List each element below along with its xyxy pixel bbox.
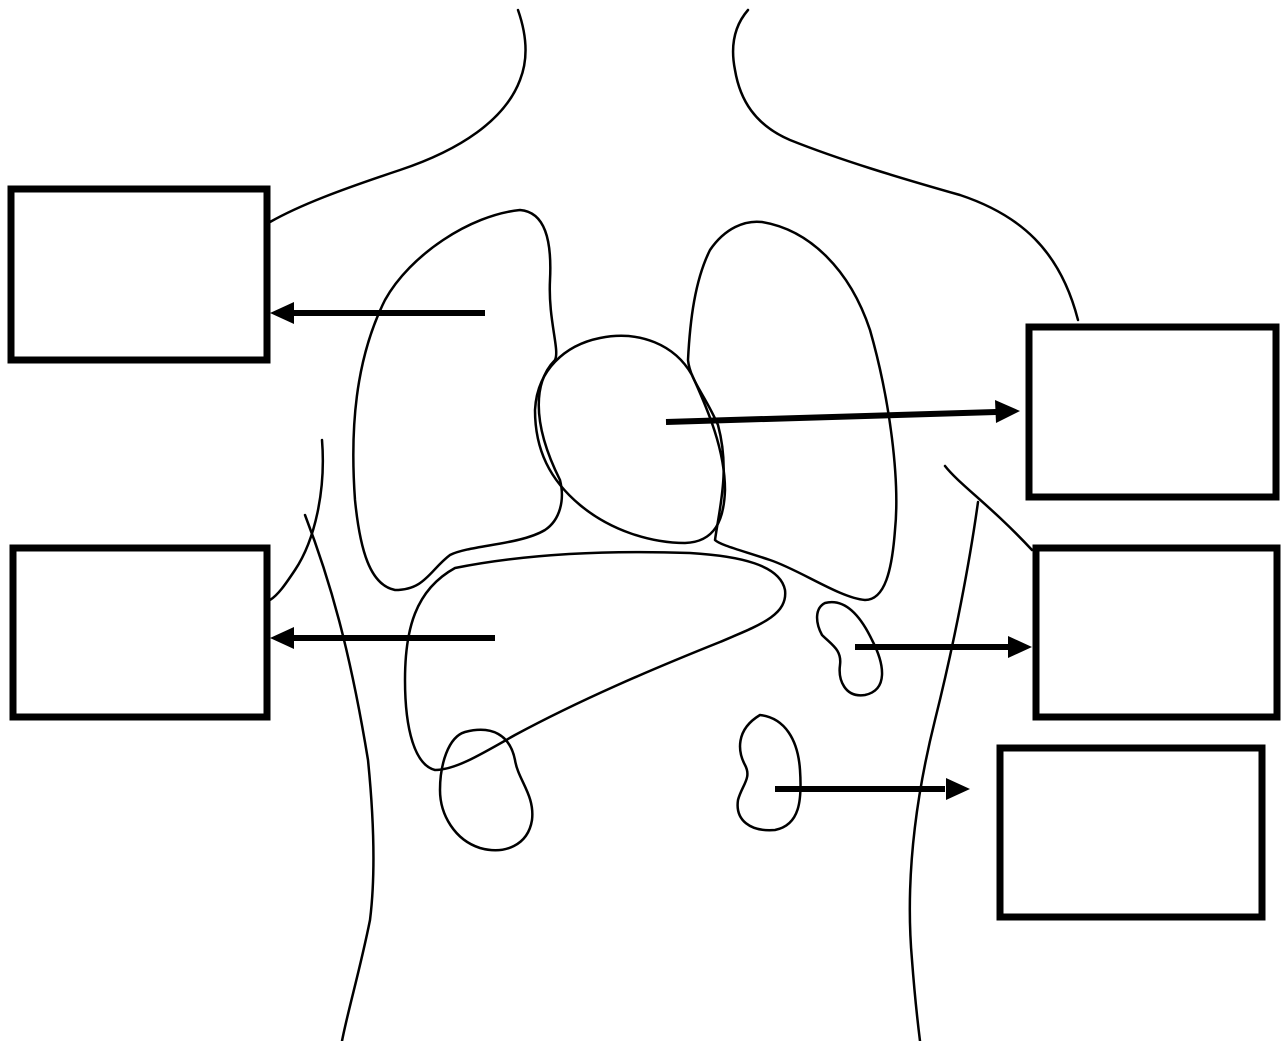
armpit-right <box>945 466 1032 550</box>
liver-shape <box>405 552 785 770</box>
right-kidney-shape <box>738 715 801 830</box>
arrow-to-stomach-label <box>855 636 1032 658</box>
neck-left <box>270 10 526 222</box>
left-kidney-shape <box>440 730 532 850</box>
label-box-stomach[interactable] <box>1036 548 1277 717</box>
organs <box>353 210 896 850</box>
torso-side-right <box>910 502 978 1041</box>
label-box-kidney[interactable] <box>1000 748 1262 917</box>
right-lung-shape <box>688 222 896 600</box>
arrow-to-heart-label <box>666 400 1020 423</box>
label-box-lung[interactable] <box>11 189 267 360</box>
arrow-to-kidney-label <box>775 778 970 800</box>
torso-side-left <box>305 515 374 1041</box>
heart-shape <box>535 336 725 543</box>
label-box-heart[interactable] <box>1029 327 1276 497</box>
body-outline <box>270 10 1078 1041</box>
left-lung-shape <box>353 210 562 590</box>
label-box-liver[interactable] <box>13 548 267 717</box>
arrow-to-lung-label <box>270 302 485 324</box>
arrow-to-liver-label <box>270 627 495 649</box>
armpit-left <box>270 440 323 600</box>
neck-right <box>733 10 1078 320</box>
